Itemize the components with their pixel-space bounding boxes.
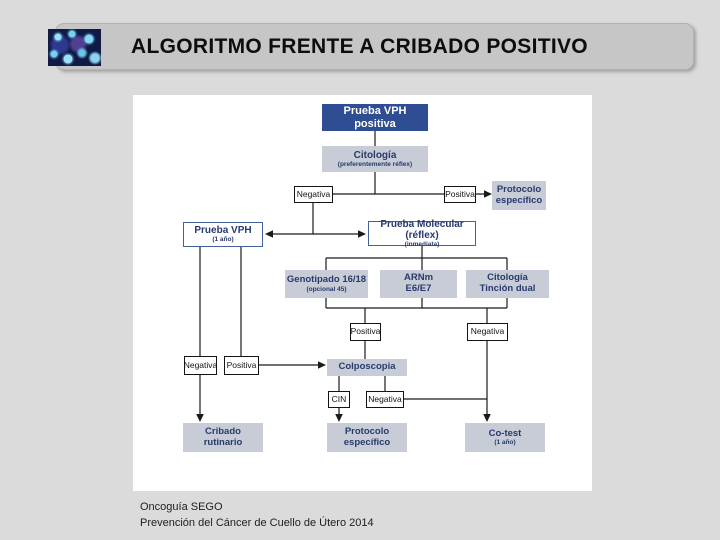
footer-reference: Prevención del Cáncer de Cuello de Útero… [140, 517, 374, 529]
node-label: Negativa [470, 326, 505, 337]
node-co-test: Co-test (1 año) [465, 423, 545, 452]
node-label: Prueba VPH [194, 225, 252, 237]
node-label: Positiva [350, 326, 381, 337]
node-citologia-tincion-dual: Citología Tinción dual [466, 270, 549, 298]
page-title: ALGORITMO FRENTE A CRIBADO POSITIVO [131, 35, 588, 58]
node-sublabel: (preferentemente réflex) [337, 160, 413, 168]
flow-connectors [196, 131, 508, 422]
node-sublabel: (inmediata) [404, 241, 440, 249]
node-label: Citología [487, 272, 528, 284]
node-protocolo-especifico-top: Protocolo específico [492, 181, 546, 210]
node-prueba-molecular: Prueba Molecular (réflex) (inmediata) [368, 218, 476, 249]
node-label: Co-test [488, 427, 522, 439]
node-genotipado-16-18: Genotipado 16/18 (opcional 45) [285, 270, 368, 298]
node-prueba-vph-1ano: Prueba VPH (1 año) [183, 222, 263, 247]
node-positiva-molecular: Positiva [350, 323, 381, 341]
node-label: Colposcopia [338, 361, 396, 373]
node-label: específico [495, 194, 543, 206]
node-label: Positiva [226, 359, 257, 370]
node-label: específico [343, 436, 391, 448]
node-label: Negativa [296, 188, 331, 199]
node-label: Genotipado 16/18 [286, 274, 367, 286]
node-negativa-molecular: Negativa [467, 323, 508, 341]
node-label: Tinción dual [479, 283, 536, 294]
footer-source: Oncoguía SEGO [140, 501, 223, 513]
node-colposcopia: Colposcopia [327, 359, 407, 376]
footer: Oncoguía SEGO Prevención del Cáncer de C… [140, 499, 374, 531]
node-label: Negativa [183, 359, 218, 370]
node-negativa-colposcopia: Negativa [366, 391, 404, 408]
node-sublabel: (1 año) [212, 236, 234, 244]
node-sublabel: (1 año) [494, 439, 516, 447]
title-bar: ALGORITMO FRENTE A CRIBADO POSITIVO [55, 23, 694, 70]
node-positiva-citologia: Positiva [444, 186, 476, 203]
microscopy-cells-image [48, 29, 101, 66]
node-citologia: Citología (preferentemente réflex) [322, 146, 428, 172]
node-sublabel: (opcional 45) [306, 285, 347, 293]
node-cin: CIN [328, 391, 350, 408]
node-label: Prueba VPH positiva [343, 105, 407, 130]
node-cribado-rutinario: Cribado rutinario [183, 423, 263, 452]
node-label: rutinario [203, 436, 243, 448]
node-label: Cribado [205, 425, 241, 437]
node-positiva-vph: Positiva [224, 356, 259, 375]
node-label: Negativa [368, 393, 402, 404]
node-label: Protocolo [496, 183, 542, 195]
node-label: E6/E7 [405, 283, 432, 294]
node-arnm-e6-e7: ARNm E6/E7 [380, 270, 457, 298]
flowchart-panel: Prueba VPH positiva Citología (preferent… [133, 95, 592, 491]
node-prueba-vph-positiva: Prueba VPH positiva [322, 104, 428, 131]
node-label: Citología [353, 149, 397, 161]
node-label: Prueba Molecular (réflex) [380, 218, 464, 241]
node-negativa-vph: Negativa [184, 356, 217, 375]
node-negativa-citologia: Negativa [294, 186, 333, 203]
node-label: Positiva [445, 188, 475, 199]
node-label: CIN [331, 393, 347, 404]
node-label: ARNm [403, 272, 434, 284]
node-protocolo-especifico-bottom: Protocolo específico [327, 423, 407, 452]
node-label: Protocolo [344, 425, 390, 437]
